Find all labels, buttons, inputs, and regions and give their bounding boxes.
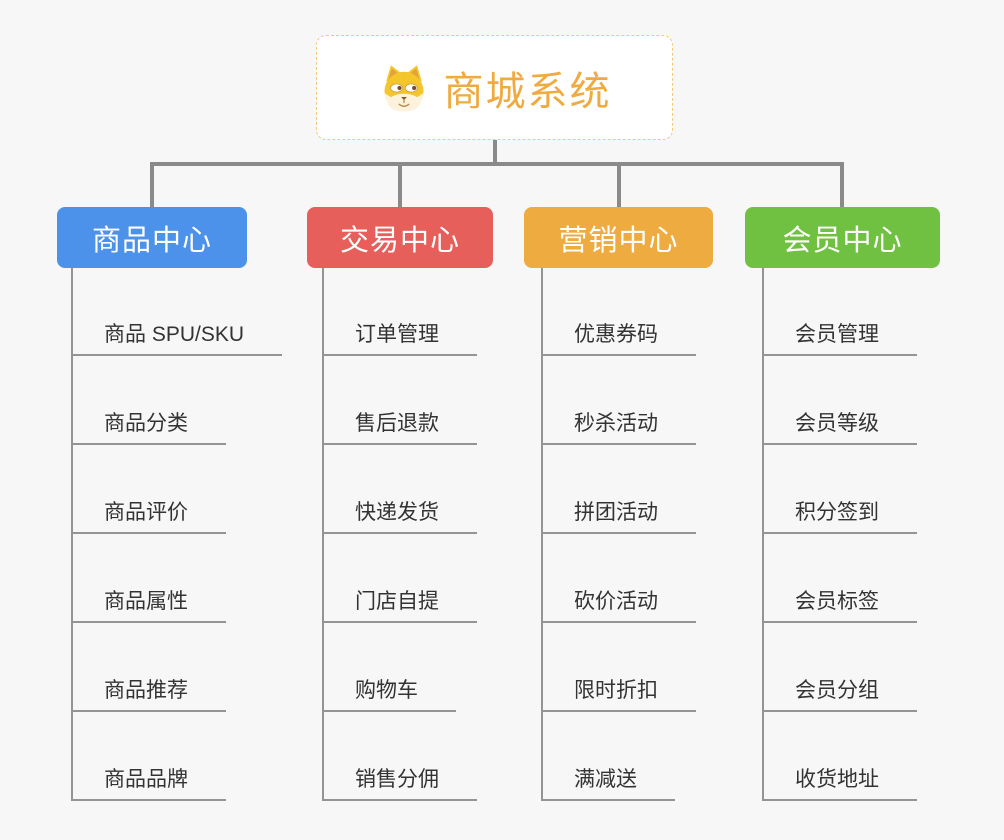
- topic-node[interactable]: 商品推荐: [71, 678, 226, 712]
- branch-spine-member: [762, 268, 764, 801]
- topic-node[interactable]: 购物车: [322, 678, 456, 712]
- topic-node[interactable]: 会员等级: [762, 411, 917, 445]
- branch-items-trade-center: 订单管理 售后退款 快递发货 门店自提 购物车 销售分佣: [322, 322, 477, 840]
- branch-spine-marketing: [541, 268, 543, 801]
- topic-node[interactable]: 订单管理: [322, 322, 477, 356]
- branch-node-marketing-center[interactable]: 营销中心: [524, 207, 713, 268]
- topic-node[interactable]: 售后退款: [322, 411, 477, 445]
- topic-node[interactable]: 商品分类: [71, 411, 226, 445]
- topic-node[interactable]: 商品评价: [71, 500, 226, 534]
- topic-node[interactable]: 拼团活动: [541, 500, 696, 534]
- branch-items-member-center: 会员管理 会员等级 积分签到 会员标签 会员分组 收货地址: [762, 322, 917, 840]
- topic-node[interactable]: 会员标签: [762, 589, 917, 623]
- branch-spine-trade: [322, 268, 324, 801]
- topic-node[interactable]: 砍价活动: [541, 589, 696, 623]
- branch-spine-product: [71, 268, 73, 801]
- root-title: 商城系统: [443, 69, 612, 114]
- topic-node[interactable]: 销售分佣: [322, 767, 477, 801]
- connector-drop-trade: [398, 164, 402, 207]
- topic-node[interactable]: 会员分组: [762, 678, 917, 712]
- connector-root-stub: [493, 140, 497, 164]
- topic-node[interactable]: 限时折扣: [541, 678, 696, 712]
- root-node-mall-system[interactable]: 商城系统: [316, 35, 673, 140]
- topic-node[interactable]: 秒杀活动: [541, 411, 696, 445]
- topic-node[interactable]: 商品属性: [71, 589, 226, 623]
- connector-drop-member: [840, 164, 844, 207]
- topic-node[interactable]: 门店自提: [322, 589, 477, 623]
- branch-node-member-center[interactable]: 会员中心: [745, 207, 940, 268]
- topic-node[interactable]: 会员管理: [762, 322, 917, 356]
- topic-node[interactable]: 满减送: [541, 767, 675, 801]
- branch-items-product-center: 商品 SPU/SKU 商品分类 商品评价 商品属性 商品推荐 商品品牌: [71, 322, 283, 840]
- topic-node[interactable]: 快递发货: [322, 500, 477, 534]
- connector-drop-marketing: [617, 164, 621, 207]
- branch-items-marketing-center: 优惠券码 秒杀活动 拼团活动 砍价活动 限时折扣 满减送: [541, 322, 696, 840]
- topic-node[interactable]: 收货地址: [762, 767, 917, 801]
- branch-node-product-center[interactable]: 商品中心: [57, 207, 247, 268]
- topic-node[interactable]: 商品 SPU/SKU: [71, 322, 283, 356]
- topic-node[interactable]: 商品品牌: [71, 767, 226, 801]
- topic-node[interactable]: 积分签到: [762, 500, 917, 534]
- connector-horizontal: [150, 162, 844, 166]
- connector-drop-product: [150, 164, 154, 207]
- branch-node-trade-center[interactable]: 交易中心: [307, 207, 493, 268]
- dog-face-icon: [384, 64, 423, 112]
- topic-node[interactable]: 优惠券码: [541, 322, 696, 356]
